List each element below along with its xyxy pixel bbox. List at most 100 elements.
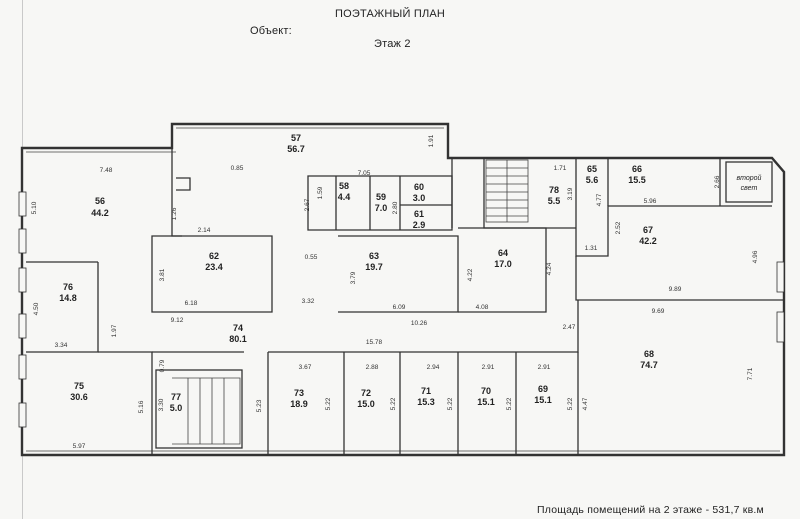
room-71-area: 15.3 — [417, 397, 435, 407]
dim-label: 2.91 — [538, 364, 551, 371]
room-59-number: 59 — [376, 192, 386, 202]
dim-label: 5.22 — [506, 397, 513, 410]
room-60-number: 60 — [414, 182, 424, 192]
dim-label: 2.52 — [615, 221, 622, 234]
room-58-number: 58 — [339, 181, 349, 191]
room-73-area: 18.9 — [290, 399, 308, 409]
room-72-area: 15.0 — [357, 399, 375, 409]
room-58-area: 4.4 — [338, 192, 351, 202]
room-65-area: 5.6 — [586, 175, 599, 185]
room-69-number: 69 — [538, 384, 548, 394]
room-66-number: 66 — [632, 164, 642, 174]
dim-label: 10.26 — [411, 320, 428, 327]
room-78-area: 5.5 — [548, 196, 561, 206]
dim-label: 2.47 — [563, 324, 576, 331]
room-77-area: 5.0 — [170, 403, 183, 413]
dim-label: 0.85 — [231, 165, 244, 172]
dim-label: 2.80 — [392, 201, 399, 214]
room-75-area: 30.6 — [70, 392, 88, 402]
dim-label: 1.26 — [171, 207, 178, 220]
dim-label: 3.81 — [159, 268, 166, 281]
second-light-line2: свет — [741, 185, 758, 192]
second-light-line1: второй — [737, 174, 762, 182]
room-68-area: 74.7 — [640, 360, 658, 370]
windows-left — [18, 191, 785, 428]
room-76-number: 76 — [63, 282, 73, 292]
dim-label: 6.18 — [185, 300, 198, 307]
plan-title: ПОЭТАЖНЫЙ ПЛАН — [335, 8, 446, 20]
dim-label: 5.22 — [390, 397, 397, 410]
dim-label: 4.24 — [546, 262, 553, 275]
room-66-area: 15.5 — [628, 175, 646, 185]
room-57-area: 56.7 — [287, 144, 305, 154]
room-76-area: 14.8 — [59, 293, 77, 303]
room-68-number: 68 — [644, 349, 654, 359]
dim-label: 2.66 — [714, 175, 721, 188]
dim-label: 7.48 — [100, 167, 113, 174]
dim-label: 5.22 — [447, 397, 454, 410]
room-61-number: 61 — [414, 209, 424, 219]
dim-label: 3.67 — [299, 364, 312, 371]
object-label: Объект: — [250, 25, 292, 37]
room-labels: 56 44.2 57 56.7 58 4.4 59 7.0 60 3.0 61 … — [59, 133, 761, 413]
dim-label: 4.47 — [582, 397, 589, 410]
dim-label: 1.71 — [554, 165, 567, 172]
dim-label: 9.69 — [652, 308, 665, 315]
dim-label: 4.22 — [467, 268, 474, 281]
room-62-number: 62 — [209, 251, 219, 261]
room-64-area: 17.0 — [494, 259, 512, 269]
dim-label: 5.23 — [256, 399, 263, 412]
dim-label: 1.59 — [317, 186, 324, 199]
room-73-number: 73 — [294, 388, 304, 398]
dim-label: 7.05 — [358, 170, 371, 177]
room-74-number: 74 — [233, 323, 243, 333]
dim-label: 3.19 — [567, 187, 574, 200]
room-57-number: 57 — [291, 133, 301, 143]
dim-label: 6.09 — [393, 304, 406, 311]
floor-label: Этаж 2 — [374, 38, 411, 50]
room-65-number: 65 — [587, 164, 597, 174]
dim-label: 5.10 — [31, 201, 38, 214]
room-62-area: 23.4 — [205, 262, 223, 272]
dim-label: 5.16 — [138, 400, 145, 413]
room-67-number: 67 — [643, 225, 653, 235]
room-59-area: 7.0 — [375, 203, 388, 213]
dim-label: 3.79 — [350, 271, 357, 284]
dim-label: 9.89 — [669, 286, 682, 293]
room-63-area: 19.7 — [365, 262, 383, 272]
dim-label: 2.91 — [482, 364, 495, 371]
room-70-area: 15.1 — [477, 397, 495, 407]
dim-label: 0.55 — [305, 254, 318, 261]
dim-label: 0.79 — [159, 359, 166, 372]
dim-label: 2.88 — [366, 364, 379, 371]
room-56-area: 44.2 — [91, 208, 109, 218]
room-63-number: 63 — [369, 251, 379, 261]
room-72-number: 72 — [361, 388, 371, 398]
dim-label: 5.22 — [567, 397, 574, 410]
room-70-number: 70 — [481, 386, 491, 396]
room-61-area: 2.9 — [413, 220, 426, 230]
room-71-number: 71 — [421, 386, 431, 396]
dim-label: 1.91 — [428, 134, 435, 147]
dim-label: 3.30 — [158, 398, 165, 411]
dim-label: 1.31 — [585, 245, 598, 252]
dim-label: 2.67 — [304, 198, 311, 211]
dim-label: 7.71 — [747, 367, 754, 380]
room-74-area: 80.1 — [229, 334, 247, 344]
dim-label: 2.94 — [427, 364, 440, 371]
interior-walls — [26, 148, 784, 455]
room-64-number: 64 — [498, 248, 508, 258]
dim-label: 4.77 — [596, 193, 603, 206]
dim-label: 4.96 — [752, 250, 759, 263]
room-69-area: 15.1 — [534, 395, 552, 405]
area-footer-note: Площадь помещений на 2 этаже - 531,7 кв.… — [537, 504, 764, 516]
dim-label: 4.50 — [33, 302, 40, 315]
dim-label: 3.32 — [302, 298, 315, 305]
dim-label: 9.12 — [171, 317, 184, 324]
room-75-number: 75 — [74, 381, 84, 391]
dim-label: 1.97 — [111, 324, 118, 337]
dim-label: 3.34 — [55, 342, 68, 349]
room-67-area: 42.2 — [639, 236, 657, 246]
room-78-number: 78 — [549, 185, 559, 195]
